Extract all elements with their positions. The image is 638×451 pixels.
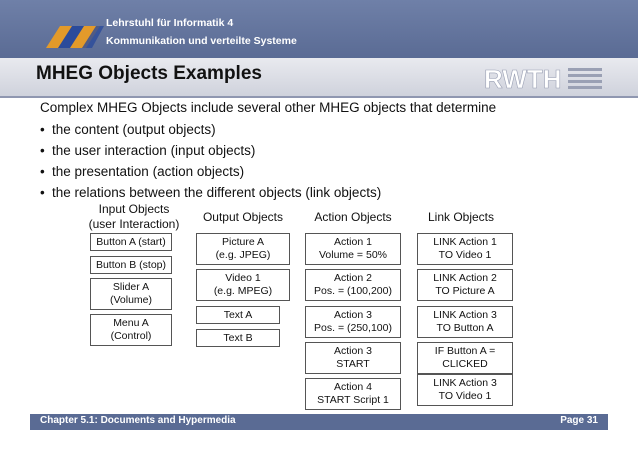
footer-bar: Chapter 5.1: Documents and Hypermedia Pa… [30, 414, 608, 430]
chair-subtitle: Kommunikation und verteilte Systeme [106, 35, 297, 47]
input-objects-header: Input Objects (user Interaction) [88, 202, 180, 231]
bullet-item: •the content (output objects) [40, 122, 216, 137]
link-object-box: LINK Action 2 TO Picture A [417, 269, 513, 301]
action-object-box: Action 1 Volume = 50% [305, 233, 401, 265]
chapter-label: Chapter 5.1: Documents and Hypermedia [40, 415, 236, 426]
chair-name: Lehrstuhl für Informatik 4 [106, 17, 234, 29]
rwth-logo-icon: RWTH [484, 64, 602, 92]
action-object-box: Action 4 START Script 1 [305, 378, 401, 410]
input-object-box: Slider A (Volume) [90, 278, 172, 310]
action-object-box: Action 3 START [305, 342, 401, 374]
header-banner: Lehrstuhl für Informatik 4 Kommunikation… [0, 0, 638, 58]
bullet-item: •the presentation (action objects) [40, 164, 245, 179]
page-title: MHEG Objects Examples [36, 63, 262, 84]
intro-text: Complex MHEG Objects include several oth… [40, 100, 497, 115]
link-objects-header: Link Objects [427, 210, 495, 224]
title-bar: MHEG Objects Examples RWTH [0, 58, 638, 98]
input-object-box: Button B (stop) [90, 256, 172, 274]
action-object-box: Action 2 Pos. = (100,200) [305, 269, 401, 301]
bullet-item: •the relations between the different obj… [40, 185, 382, 200]
input-object-box: Button A (start) [90, 233, 172, 251]
output-objects-header: Output Objects [202, 210, 284, 224]
bullet-item: •the user interaction (input objects) [40, 143, 256, 158]
input-object-box: Menu A (Control) [90, 314, 172, 346]
output-object-box: Text B [196, 329, 280, 347]
link-object-box: LINK Action 3 TO Button A [417, 306, 513, 338]
chair-logo-icon [46, 26, 104, 48]
output-object-box: Picture A (e.g. JPEG) [196, 233, 290, 265]
bullet-list: •the content (output objects) •the user … [40, 119, 381, 203]
page-number: Page 31 [560, 415, 598, 426]
action-objects-header: Action Objects [314, 210, 392, 224]
link-object-box: LINK Action 3 TO Video 1 [417, 374, 513, 406]
output-object-box: Text A [196, 306, 280, 324]
svg-text:RWTH: RWTH [484, 64, 562, 92]
action-object-box: Action 3 Pos. = (250,100) [305, 306, 401, 338]
output-object-box: Video 1 (e.g. MPEG) [196, 269, 290, 301]
link-object-box: LINK Action 1 TO Video 1 [417, 233, 513, 265]
link-object-box: IF Button A = CLICKED [417, 342, 513, 374]
